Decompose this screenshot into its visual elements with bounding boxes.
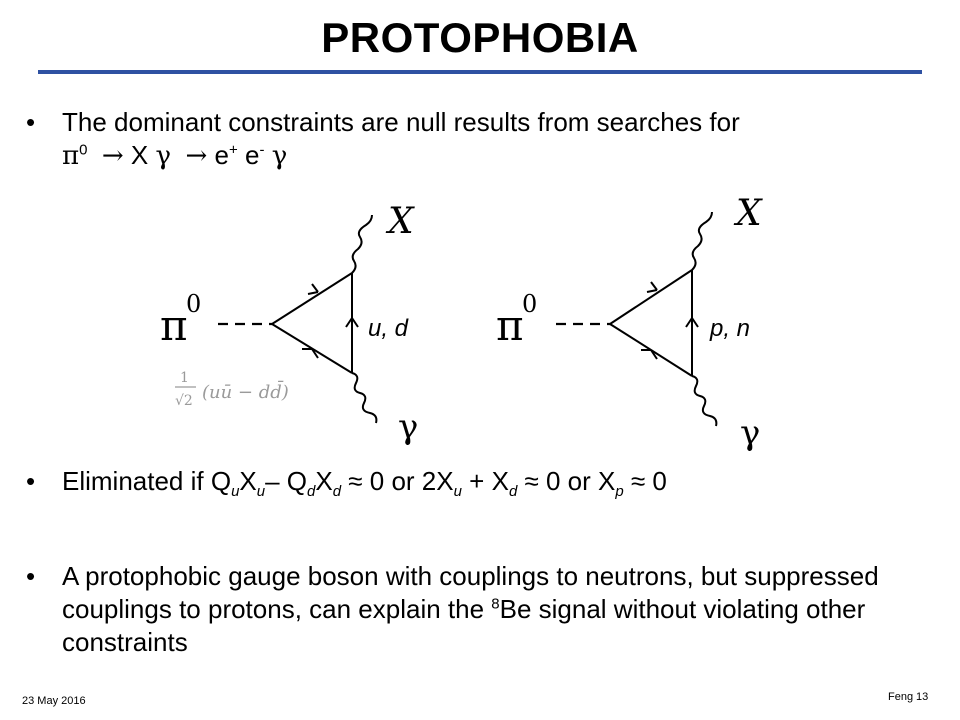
b2-part: ≈ 0 bbox=[623, 466, 667, 496]
state-numerator: 1 bbox=[180, 370, 189, 386]
gamma-symbol: γ bbox=[271, 141, 288, 171]
left-arrow-lower bbox=[302, 348, 319, 359]
state-expression: (uū − dd̄) bbox=[202, 379, 289, 403]
right-pi-label: π bbox=[496, 301, 524, 350]
pion-quark-state: 1 √2 (uū − dd̄) bbox=[175, 370, 289, 409]
x-boson-label: X bbox=[130, 140, 149, 170]
b2-part: Eliminated if Q bbox=[62, 466, 232, 496]
left-x-wavy-line bbox=[351, 214, 373, 274]
arrow-icon: → bbox=[101, 141, 124, 171]
b2-part: X bbox=[239, 466, 257, 496]
title-underline bbox=[38, 70, 922, 74]
left-pi-label: π bbox=[160, 301, 188, 350]
bullet-marker-1: • bbox=[26, 107, 36, 137]
left-loop-label: u, d bbox=[368, 315, 409, 342]
left-x-label: X bbox=[385, 201, 415, 242]
right-arrow-vertical bbox=[685, 317, 699, 328]
gamma-symbol: γ bbox=[155, 141, 172, 171]
b2-part: X bbox=[315, 466, 333, 496]
left-diagram: π 0 X γ u, d 1 √2 (uū − dd̄) bbox=[160, 201, 418, 447]
b2-sub: u bbox=[453, 483, 462, 501]
b2-sub: d bbox=[508, 483, 518, 501]
electron-label: e bbox=[214, 140, 229, 170]
left-arrow-vertical bbox=[345, 317, 359, 328]
b2-sub: d bbox=[307, 483, 316, 501]
bullet-marker-2: • bbox=[26, 466, 36, 496]
footer-author: Feng bbox=[888, 691, 914, 703]
slide-title: PROTOPHOBIA bbox=[321, 14, 639, 61]
b3-part: A protophobic gauge boson with couplings… bbox=[62, 561, 879, 624]
b2-sub: u bbox=[231, 483, 240, 501]
right-loop-label: p, n bbox=[709, 315, 750, 342]
right-arrow-lower bbox=[641, 349, 658, 360]
state-denominator: √2 bbox=[175, 393, 193, 409]
bullet-marker-3: • bbox=[26, 561, 36, 591]
slide-number: 13 bbox=[916, 691, 929, 703]
pi-symbol: π bbox=[62, 141, 80, 171]
b2-sub: d bbox=[332, 483, 342, 501]
b2-part: + X bbox=[461, 466, 509, 496]
footer-date: 23 May 2016 bbox=[22, 695, 86, 707]
bullet-text-3: A protophobic gauge boson with couplings… bbox=[62, 560, 912, 659]
right-diagram: π 0 X γ p, n bbox=[496, 193, 763, 453]
left-arrow-upper bbox=[307, 283, 319, 295]
left-gamma-label: γ bbox=[398, 407, 418, 447]
positron-charge: + bbox=[229, 141, 238, 159]
right-loop-upper bbox=[609, 269, 693, 325]
electron-label: e bbox=[245, 140, 260, 170]
arrow-icon: → bbox=[185, 141, 208, 171]
right-gamma-wavy-line bbox=[691, 375, 718, 427]
electron-charge: - bbox=[259, 141, 265, 159]
b2-sub: u bbox=[256, 483, 266, 501]
b2-part: ≈ 0 or X bbox=[517, 466, 616, 496]
right-arrow-upper bbox=[646, 281, 658, 293]
b2-part: ≈ 0 or 2X bbox=[341, 466, 454, 496]
left-pi-charge: 0 bbox=[186, 290, 201, 318]
b2-part: – Q bbox=[265, 466, 308, 496]
pi-charge: 0 bbox=[79, 141, 88, 159]
left-gamma-wavy-line bbox=[351, 372, 378, 424]
right-pi-charge: 0 bbox=[522, 290, 537, 318]
bullet-1-text: The dominant constraints are null result… bbox=[62, 107, 740, 137]
right-gamma-label: γ bbox=[740, 413, 760, 453]
bullet-text-2: Eliminated if QuXu– QdXd ≈ 0 or 2Xu + Xd… bbox=[62, 465, 932, 501]
bullet-text-1: The dominant constraints are null result… bbox=[62, 106, 932, 173]
b3-part: Be signal without violating other constr… bbox=[62, 594, 866, 657]
b2-sub: p bbox=[615, 483, 624, 501]
right-x-label: X bbox=[733, 193, 763, 234]
beryllium-mass-number: 8 bbox=[491, 595, 500, 613]
right-x-wavy-line bbox=[691, 211, 713, 271]
left-loop-upper bbox=[271, 272, 353, 325]
